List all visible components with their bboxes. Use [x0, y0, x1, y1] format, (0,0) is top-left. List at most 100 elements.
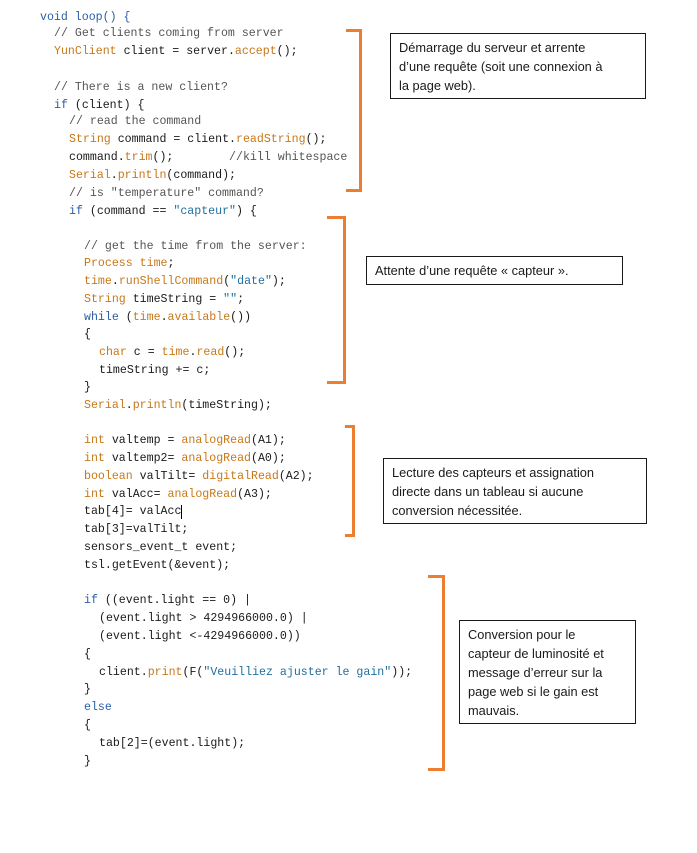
code-token: ; — [167, 257, 175, 270]
bracket-sensors-section — [345, 425, 355, 537]
code-token: (event.light > 4294966000.0) | — [99, 612, 308, 625]
code-token: } — [84, 755, 91, 768]
code-token: accept — [234, 45, 277, 58]
code-line: timeString += c; — [99, 364, 210, 378]
code-token: ( — [223, 275, 231, 288]
code-line: client.print(F("Veuilliez ajuster le gai… — [99, 666, 412, 680]
code-token: char — [99, 346, 127, 359]
code-token: . — [110, 169, 118, 182]
code-token: analogRead — [181, 434, 251, 447]
code-token: String — [69, 133, 111, 146]
code-token: tab[3]=valTilt; — [84, 523, 189, 536]
code-token: time — [161, 346, 190, 359]
code-token: (timeString); — [181, 399, 272, 412]
code-token: trim — [124, 151, 153, 164]
code-line: char c = time.read(); — [99, 346, 245, 360]
code-line: if ((event.light == 0) | — [84, 594, 251, 608]
code-token: valTilt= — [132, 470, 203, 483]
code-line: String timeString = ""; — [84, 293, 244, 307]
code-token: (client) { — [67, 99, 145, 112]
code-token: int — [84, 452, 105, 465]
code-token: } — [84, 381, 91, 394]
bracket-conversion-section — [428, 575, 445, 771]
code-token: . — [111, 275, 119, 288]
code-token: // There is a new client? — [54, 81, 228, 94]
code-token: // Get clients coming from server — [54, 27, 284, 40]
code-token: valtemp = — [104, 434, 182, 447]
code-token: Process — [84, 257, 133, 270]
code-line: int valAcc= analogRead(A3); — [84, 488, 272, 502]
code-line: { — [84, 328, 91, 342]
code-line: tab[2]=(event.light); — [99, 737, 245, 751]
code-line: Serial.println(timeString); — [84, 399, 272, 413]
code-line: while (time.available()) — [84, 311, 251, 325]
code-token: { — [84, 648, 91, 661]
code-token: command. — [69, 151, 125, 164]
code-token: (); — [305, 133, 327, 146]
code-token: tab[4]= valAcc — [84, 505, 182, 518]
code-token: time — [132, 311, 161, 324]
code-line: { — [84, 719, 91, 733]
code-token: (A3); — [237, 488, 272, 501]
code-token: command = client. — [110, 133, 236, 146]
code-token: (); — [152, 151, 230, 164]
code-line: (event.light > 4294966000.0) | — [99, 612, 308, 626]
bracket-server-section — [346, 29, 362, 192]
code-token: valAcc= — [104, 488, 168, 501]
code-token: { — [84, 328, 91, 341]
code-token: if — [84, 594, 98, 607]
code-token: int — [84, 434, 105, 447]
code-token: println — [132, 399, 182, 412]
code-token — [133, 257, 140, 270]
code-token: readString — [235, 133, 306, 146]
code-token: // is "temperature" command? — [69, 187, 264, 200]
code-token: tsl.getEvent(&event); — [84, 559, 231, 572]
code-token: (A0); — [250, 452, 286, 465]
code-line: tab[3]=valTilt; — [84, 523, 188, 537]
code-token: "date" — [230, 275, 272, 288]
code-token: else — [84, 701, 112, 714]
code-token: valtemp2= — [104, 452, 182, 465]
code-line: } — [84, 381, 91, 395]
code-token: (A2); — [278, 470, 314, 483]
code-line: // Get clients coming from server — [54, 27, 284, 41]
code-token: while — [84, 311, 119, 324]
code-token: int — [84, 488, 105, 501]
code-line: } — [84, 755, 91, 769]
code-line: { — [84, 648, 91, 662]
code-line: void loop() { — [40, 11, 130, 25]
code-token: (); — [224, 346, 246, 359]
code-token: String — [84, 293, 126, 306]
annotation-sensors: Lecture des capteurs et assignation dire… — [383, 458, 647, 524]
code-line: // is "temperature" command? — [69, 187, 264, 201]
code-line: if (client) { — [54, 99, 144, 113]
code-line: int valtemp = analogRead(A1); — [84, 434, 286, 448]
code-token: ); — [271, 275, 286, 288]
code-token: ( — [118, 311, 133, 324]
code-token: . — [189, 346, 197, 359]
code-line: // read the command — [69, 115, 201, 129]
code-line: // There is a new client? — [54, 81, 228, 95]
code-token: ()) — [230, 311, 252, 324]
code-token: client = server. — [116, 45, 235, 58]
code-token: "Veuilliez ajuster le gain" — [203, 666, 392, 679]
code-token: time — [139, 257, 168, 270]
code-token: c = — [126, 346, 162, 359]
code-line: else — [84, 701, 112, 715]
code-token: available — [167, 311, 231, 324]
code-line: time.runShellCommand("date"); — [84, 275, 286, 289]
code-token: "capteur" — [173, 205, 236, 218]
code-line: } — [84, 683, 91, 697]
code-token: boolean — [84, 470, 133, 483]
code-token: "" — [223, 293, 238, 306]
code-token: read — [196, 346, 225, 359]
code-token: ) { — [236, 205, 257, 218]
code-token: if — [54, 99, 68, 112]
code-token: timeString += c; — [99, 364, 211, 377]
code-token: (command); — [166, 169, 236, 182]
code-token: println — [117, 169, 167, 182]
code-line: // get the time from the server: — [84, 240, 307, 254]
code-line: sensors_event_t event; — [84, 541, 237, 555]
code-token: if — [69, 205, 83, 218]
code-token: //kill whitespace — [229, 151, 348, 164]
